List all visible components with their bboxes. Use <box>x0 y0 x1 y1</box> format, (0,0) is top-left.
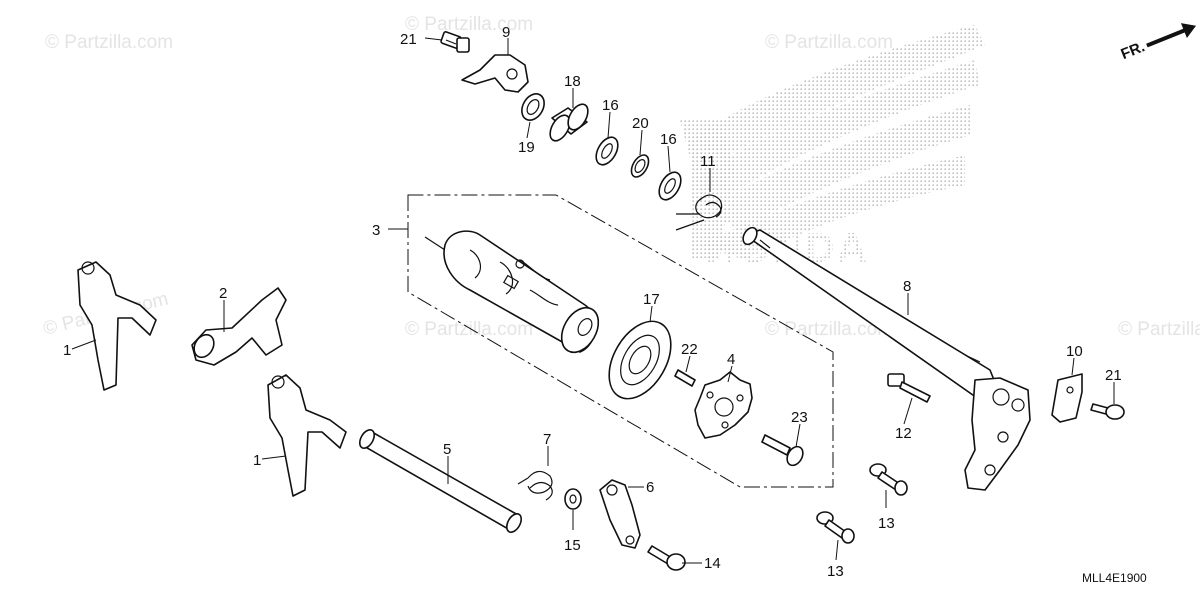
washer-15 <box>564 488 582 510</box>
bolt-13-b <box>816 511 855 544</box>
circlip-20 <box>630 154 650 178</box>
dowel-pin-22 <box>674 369 696 387</box>
gearshift-spindle-8 <box>742 226 1031 491</box>
callout-11: 11 <box>700 153 716 170</box>
stopper-arm-6 <box>599 479 641 549</box>
plate-10 <box>1051 373 1083 423</box>
watermark-text: © Partzilla.com <box>45 32 173 53</box>
watermarks: © Partzilla.com © Partzilla.com © Partzi… <box>41 14 1200 340</box>
callout-7: 7 <box>543 431 551 448</box>
front-direction-indicator: FR. <box>1118 23 1197 63</box>
watermark-text: © Partzilla.com <box>765 32 893 53</box>
callout-1: 1 <box>253 452 261 469</box>
watermark-text: © Partzilla.com <box>405 319 533 340</box>
callout-18: 18 <box>564 73 581 90</box>
shift-drum-3 <box>424 230 600 354</box>
callout-9: 9 <box>502 24 510 41</box>
callout-10: 10 <box>1066 343 1083 360</box>
diagram-code: MLL4E1900 <box>1082 571 1147 585</box>
shift-fork-2 <box>191 287 287 366</box>
spring-7 <box>517 470 553 501</box>
callout-3: 3 <box>372 222 380 239</box>
bolt-13-a <box>869 463 908 496</box>
callout-14: 14 <box>704 555 721 572</box>
leader-lines <box>71 37 1115 564</box>
fork-shaft-5 <box>358 429 523 533</box>
arrow-icon <box>1146 23 1197 48</box>
washer-16-a <box>595 136 619 166</box>
watermark-text: © Partzilla.com <box>405 14 533 35</box>
callout-22: 22 <box>681 341 698 358</box>
bolt-14 <box>647 545 686 571</box>
bracket-9 <box>461 54 529 93</box>
callout-19: 19 <box>518 139 535 156</box>
washer-16-b <box>658 171 682 201</box>
drum-assembly-bracket <box>407 194 834 488</box>
callout-21: 21 <box>1105 367 1122 384</box>
callout-20: 20 <box>632 115 649 132</box>
shift-fork-1-bottom <box>267 374 347 497</box>
callout-2: 2 <box>219 285 227 302</box>
callout-4: 4 <box>727 351 735 368</box>
callout-6: 6 <box>646 479 654 496</box>
stud-12 <box>887 373 931 403</box>
bolt-21-top <box>440 31 470 53</box>
callout-17: 17 <box>643 291 660 308</box>
callout-23: 23 <box>791 409 808 426</box>
callout-15: 15 <box>564 537 581 554</box>
callout-12: 12 <box>895 425 912 442</box>
callout-16: 16 <box>602 97 619 114</box>
ball-bearing-17 <box>608 320 672 400</box>
callout-labels: 21 9 18 19 16 20 16 11 3 8 2 1 17 22 4 1… <box>63 24 1122 580</box>
callout-5: 5 <box>443 441 451 458</box>
needle-bearing-18 <box>549 103 589 142</box>
return-spring-11 <box>675 194 723 231</box>
front-label: FR. <box>1118 38 1147 63</box>
watermark-text: © Partzilla.com <box>765 319 893 340</box>
washer-19 <box>521 93 545 121</box>
callout-21: 21 <box>400 31 417 48</box>
watermark-text: © Partzilla.com <box>1118 319 1200 340</box>
callout-13: 13 <box>878 515 895 532</box>
callout-1: 1 <box>63 342 71 359</box>
callout-8: 8 <box>903 278 911 295</box>
shift-fork-1-top <box>77 261 157 391</box>
bolt-21-right <box>1090 403 1125 420</box>
drum-center-star-4 <box>694 371 753 439</box>
callout-13: 13 <box>827 563 844 580</box>
callout-16: 16 <box>660 131 677 148</box>
socket-bolt-23 <box>761 434 804 467</box>
